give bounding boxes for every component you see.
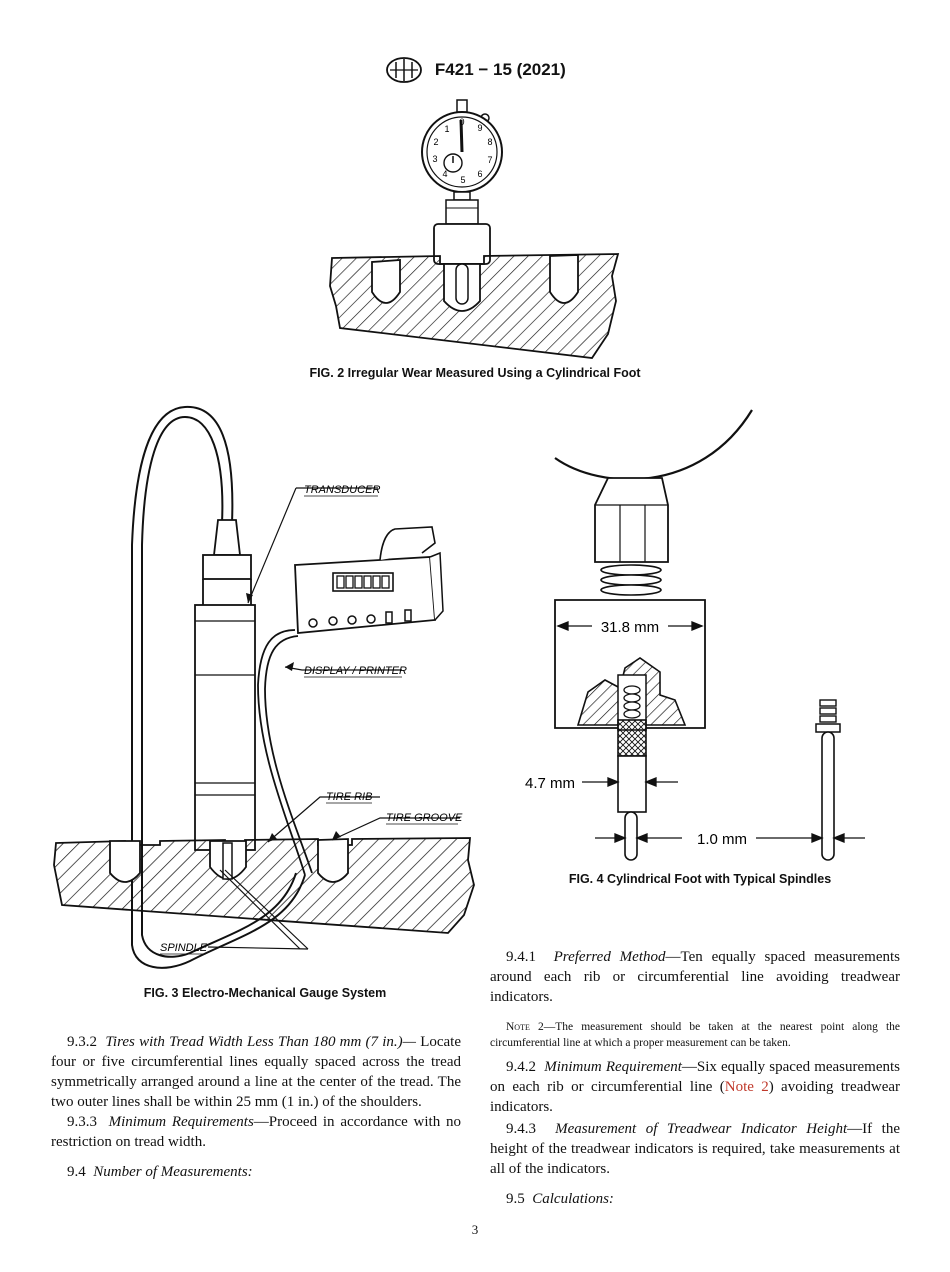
fig2-drawing: 0 1 2 3 4 5 6 7 8 9	[329, 99, 620, 359]
fig3-drawing: TRANSDUCER DISPLAY / PRINTER TIRE RIB TI…	[53, 405, 475, 969]
standard-code: F421 − 15 (2021)	[434, 60, 566, 79]
dial-number: 1	[444, 124, 449, 134]
fig4-caption: FIG. 4 Cylindrical Foot with Typical Spi…	[568, 872, 832, 886]
label-tire-groove: TIRE GROOVE	[386, 812, 463, 824]
fig3-caption: FIG. 3 Electro-Mechanical Gauge System	[143, 986, 387, 1000]
dial-number: 0	[459, 117, 464, 127]
dial-number: 2	[433, 137, 438, 147]
page-header: F421 − 15 (2021)	[0, 56, 950, 84]
paragraph-9-5: 9.5 Calculations:	[506, 1191, 614, 1207]
paragraph-9-3-2: 9.3.2 Tires with Tread Width Less Than 1…	[51, 1034, 462, 1110]
display-printer-unit	[294, 526, 444, 634]
note-2-link[interactable]: Note 2	[724, 1079, 769, 1095]
dial-number: 4	[442, 169, 447, 179]
paragraph-9-4-2: 9.4.2 Minimum Requirement—Six equally sp…	[490, 1059, 901, 1115]
paragraph-9-4-1: 9.4.1 Preferred Method—Ten equally space…	[490, 949, 900, 1005]
astm-logo-icon	[386, 57, 423, 83]
dial-number: 6	[477, 169, 482, 179]
note-2: Note 2—The measurement should be taken a…	[490, 1021, 901, 1049]
paragraph-9-4: 9.4 Number of Measurements:	[67, 1164, 253, 1180]
dimension-width: 31.8 mm	[601, 619, 659, 636]
paragraph-9-3-3: 9.3.3 Minimum Requirements—Proceed in ac…	[51, 1114, 462, 1150]
label-display-printer: DISPLAY / PRINTER	[304, 665, 407, 677]
dial-number: 7	[487, 155, 492, 165]
dial-number: 8	[487, 137, 492, 147]
left-column: 9.3.2 Tires with Tread Width Less Than 1…	[51, 1032, 461, 1182]
label-spindle: SPINDLE	[160, 942, 208, 954]
paragraph-9-4-3: 9.4.3 Measurement of Treadwear Indicator…	[490, 1121, 901, 1177]
dial-number: 3	[432, 154, 437, 164]
dial-number: 5	[460, 175, 465, 185]
fig2-caption: FIG. 2 Irregular Wear Measured Using a C…	[309, 366, 641, 380]
right-column: 9.4.1 Preferred Method—Ten equally space…	[490, 947, 900, 1209]
page-number: 3	[471, 1222, 479, 1237]
fig4-drawing: 31.8 mm 4.7 mm 1.0 mm	[525, 409, 865, 861]
dial-number: 9	[477, 123, 482, 133]
dimension-spindle: 1.0 mm	[697, 831, 747, 848]
label-transducer: TRANSDUCER	[304, 484, 380, 496]
dimension-foot: 4.7 mm	[525, 775, 575, 792]
label-tire-rib: TIRE RIB	[326, 791, 372, 803]
